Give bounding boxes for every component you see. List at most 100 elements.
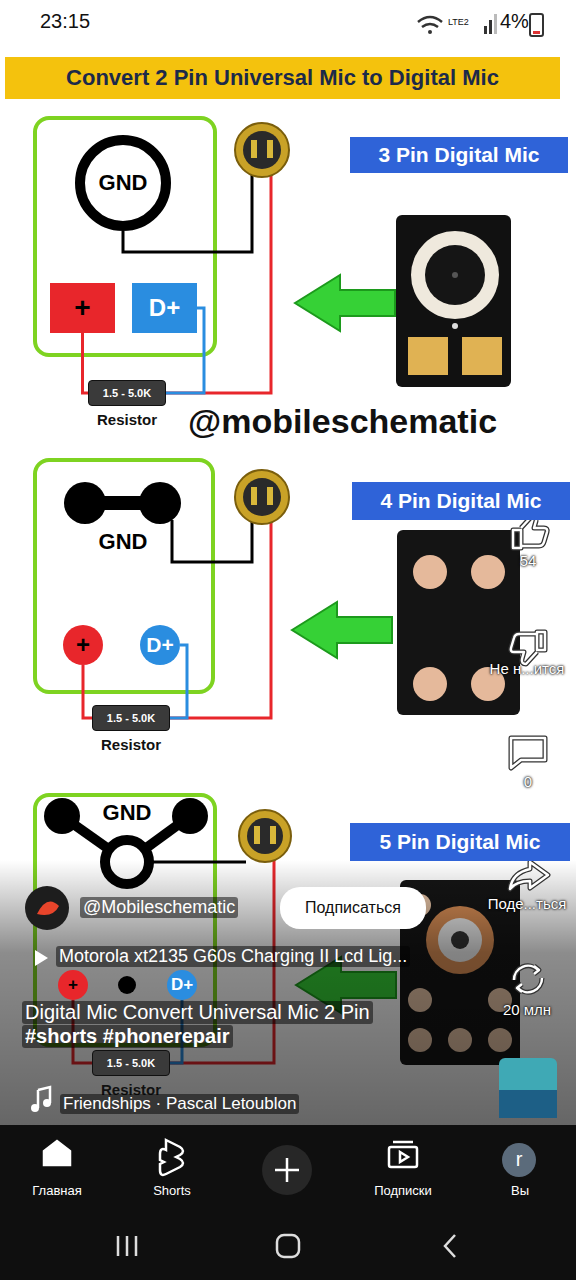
- resistor-label: Resistor: [97, 411, 157, 428]
- side-action-icon: [514, 966, 542, 992]
- data-pad: D+: [132, 283, 197, 333]
- status-icons: [489, 20, 492, 34]
- node-text: D+: [146, 633, 173, 657]
- digital-mic-photo: [471, 555, 505, 589]
- nav-icon: [502, 1143, 536, 1177]
- node-text: D+: [171, 975, 193, 995]
- universal-mic: [254, 826, 260, 844]
- remix-count: 20 млн: [503, 1001, 551, 1018]
- video-title: Digital Mic Convert Universal Mic 2 Pin: [22, 1001, 373, 1024]
- data-pad: D+: [140, 625, 180, 665]
- channel-name: @Mobileschematic: [80, 897, 238, 918]
- node-text: 1.5 - 5.0K: [103, 387, 151, 399]
- system-nav: [118, 1235, 455, 1257]
- thumbnail: [499, 1090, 557, 1118]
- wire-connector: [83, 665, 92, 718]
- digital-mic-photo: [462, 337, 502, 375]
- mic-type-band: 3 Pin Digital Mic: [350, 137, 568, 173]
- nav-icon: [275, 1158, 299, 1182]
- gnd-pad: GND: [75, 135, 171, 231]
- gnd-pad: [172, 798, 208, 834]
- node-text: +: [76, 631, 90, 659]
- side-action-icon: [513, 516, 547, 548]
- channel-avatar: [25, 886, 69, 930]
- universal-mic: [243, 131, 281, 169]
- node-text: +: [68, 975, 78, 995]
- node-text: GND: [99, 170, 148, 196]
- gnd-pad: [44, 798, 80, 834]
- universal-mic: [235, 123, 289, 177]
- music-icon: [31, 1087, 51, 1112]
- gnd-wire: [123, 172, 252, 862]
- thumbnail: [499, 1058, 557, 1118]
- data-pad: D+: [167, 970, 197, 1000]
- digital-mic-photo: [452, 272, 458, 278]
- digital-mic-photo: [397, 530, 520, 715]
- node-text: 5 Pin Digital Mic: [379, 830, 540, 854]
- plus-pad: +: [58, 970, 88, 1000]
- status-icons: [530, 14, 543, 36]
- universal-mic: [243, 478, 281, 516]
- side-action-icon: [511, 632, 545, 664]
- node-text: GND: [103, 800, 152, 826]
- status-icons: [494, 14, 497, 34]
- channel-avatar: [37, 902, 59, 916]
- node-text: Подписаться: [305, 899, 401, 917]
- side-action-icon: [510, 516, 548, 992]
- share-label: Поде...ться: [488, 895, 567, 912]
- plus-pad: +: [50, 283, 115, 333]
- node-text: 1.5 - 5.0K: [107, 712, 155, 724]
- pcb-outline: [35, 118, 215, 355]
- side-action-icon: [511, 632, 545, 664]
- universal-mic: [267, 487, 273, 505]
- node-text: 4 Pin Digital Mic: [380, 489, 541, 513]
- node-text: +: [74, 292, 90, 324]
- digital-mic-photo: [425, 245, 485, 305]
- status-time: 23:15: [40, 10, 90, 33]
- comment-count: 0: [524, 773, 532, 790]
- green-arrow: [295, 275, 395, 331]
- channel-avatar: [25, 886, 69, 930]
- music-icon: [31, 1104, 39, 1112]
- watermark: @mobileschematic: [188, 402, 497, 441]
- plus-pad: +: [63, 625, 103, 665]
- system-nav: [445, 1235, 455, 1257]
- nav-label: Shorts: [153, 1183, 191, 1198]
- universal-mic: [247, 818, 283, 854]
- universal-mic: [251, 140, 257, 158]
- nav-icon: [393, 1142, 413, 1162]
- status-network: LTE2: [448, 17, 469, 27]
- side-action-icon: [511, 738, 545, 768]
- dislike-label: Не н...ится: [490, 660, 565, 677]
- node-text: 3 Pin Digital Mic: [378, 143, 539, 167]
- digital-mic-photo: [411, 231, 499, 319]
- title-text: Convert 2 Pin Universal Mic to Digital M…: [66, 65, 499, 91]
- side-action-icon: [514, 966, 542, 992]
- resistor-symbol: 1.5 - 5.0KResistor: [88, 380, 166, 406]
- status-icons: [484, 26, 487, 34]
- node-text: D+: [149, 294, 180, 322]
- system-nav: [277, 1235, 299, 1257]
- nav-icon: [160, 1140, 183, 1175]
- wire-connector: [83, 665, 92, 718]
- avatar-letter: r: [516, 1148, 523, 1171]
- nav-icon: [262, 1145, 312, 1195]
- side-action-icon: [510, 862, 548, 889]
- nav-label: Подписки: [374, 1183, 432, 1198]
- hashtags: #shorts #phonerepair: [22, 1025, 233, 1048]
- music-icon: [38, 1087, 50, 1108]
- green-arrow: [292, 602, 392, 658]
- side-action-icon: [511, 738, 545, 768]
- mic-type-band: 4 Pin Digital Mic: [352, 482, 570, 520]
- gnd-pad: GND: [89, 800, 165, 826]
- digital-mic-photo: [408, 337, 448, 375]
- nav-label: Главная: [32, 1183, 81, 1198]
- nav-icon: [44, 1140, 536, 1195]
- node-text: GND: [99, 529, 148, 555]
- resistor-symbol: 1.5 - 5.0KResistor: [92, 1050, 170, 1076]
- title-band: Convert 2 Pin Universal Mic to Digital M…: [5, 57, 560, 99]
- universal-mic: [235, 123, 291, 862]
- universal-mic: [251, 487, 257, 505]
- nav-icon: [389, 1147, 417, 1167]
- nav-label: Вы: [511, 1183, 529, 1198]
